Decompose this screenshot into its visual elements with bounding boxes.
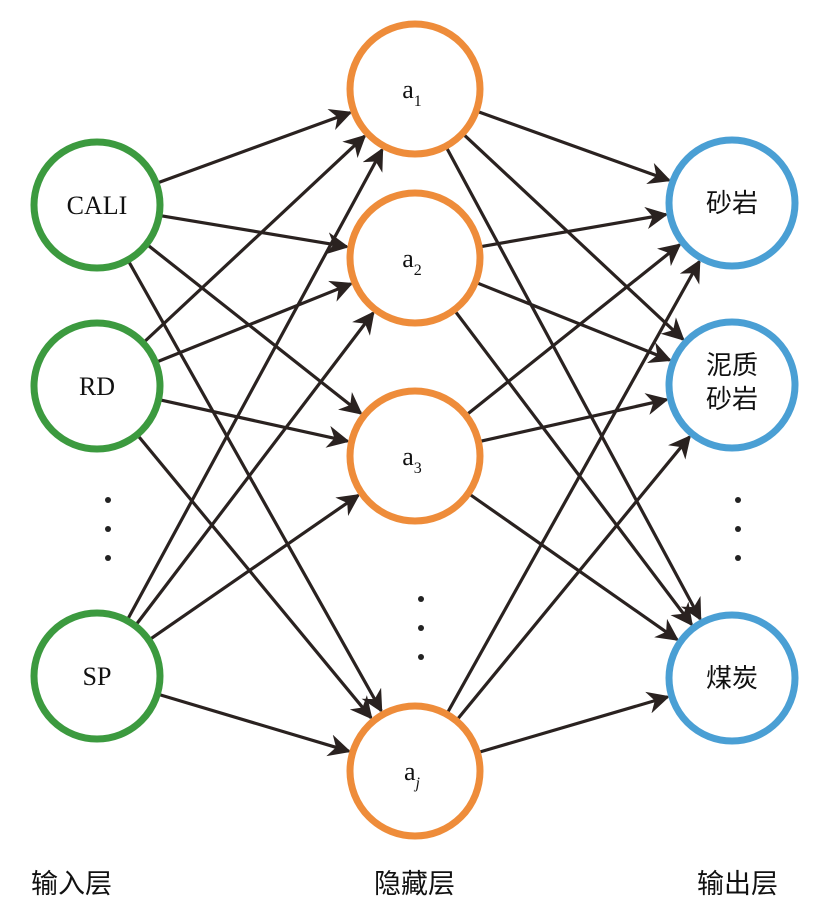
input-hidden-arrow (150, 493, 361, 640)
input-node-cali: CALI (30, 138, 164, 272)
hidden-output-arrow (479, 691, 670, 754)
output-node-label: 砂岩 (706, 189, 758, 219)
output-node-sandstone: 砂岩 (665, 136, 799, 270)
input-hidden-arrow (127, 261, 383, 713)
input-hidden-arrow (159, 693, 352, 757)
input-hidden-arrow (137, 435, 373, 720)
hidden-output-arrow (477, 281, 672, 363)
hidden-layer-label: 隐藏层 (374, 869, 455, 900)
hidden-layer: a1 a2 a3 aj (346, 20, 484, 840)
hidden-output-arrow (478, 110, 672, 185)
hidden-ellipsis (418, 596, 424, 660)
hidden-output-arrow (463, 134, 685, 341)
output-node-label-line2: 砂岩 (706, 385, 758, 415)
output-ellipsis (735, 497, 741, 561)
input-node-label: CALI (67, 191, 128, 220)
hidden-node-label: aj (404, 757, 421, 792)
input-node-sp: SP (30, 609, 164, 743)
input-hidden-arrow (161, 214, 350, 255)
hidden-node-label: a3 (402, 442, 422, 477)
input-layer-label: 输入层 (31, 869, 112, 900)
input-node-rd: RD (30, 319, 164, 453)
hidden-output-arrow (481, 393, 669, 443)
input-node-label: RD (79, 372, 115, 401)
hidden-node-aj: aj (346, 702, 484, 840)
input-hidden-arrow (135, 311, 375, 625)
hidden-node-a2: a2 (346, 189, 484, 327)
input-layer: CALI RD SP (30, 138, 164, 743)
input-hidden-arrow (144, 134, 367, 343)
output-layer-label: 输出层 (697, 869, 778, 900)
hidden-output-arrow (446, 259, 701, 713)
input-hidden-arrow (158, 108, 353, 184)
input-hidden-arrow (126, 147, 384, 619)
hidden-node-label: a2 (402, 244, 422, 279)
output-node-coal: 煤炭 (665, 611, 799, 745)
hidden-output-arrow (467, 243, 682, 415)
input-hidden-arrow (157, 280, 354, 363)
hidden-node-a3: a3 (346, 387, 484, 525)
hidden-output-arrow (469, 493, 679, 641)
output-node-label-line1: 泥质 (706, 351, 758, 381)
input-node-label: SP (83, 662, 112, 691)
hidden-node-label: a1 (402, 75, 422, 110)
output-node-label: 煤炭 (706, 664, 758, 694)
hidden-output-arrow (445, 148, 702, 621)
output-node-argillaceous-sandstone: 泥质 砂岩 (665, 318, 799, 452)
connections (126, 108, 702, 757)
hidden-output-arrow (456, 435, 691, 720)
output-layer: 砂岩 泥质 砂岩 煤炭 (665, 136, 799, 745)
hidden-output-arrow (481, 206, 669, 248)
hidden-node-a1: a1 (346, 20, 484, 158)
input-hidden-arrow (161, 398, 350, 448)
input-ellipsis (105, 497, 111, 561)
hidden-output-arrow (454, 311, 693, 627)
input-hidden-arrow (147, 244, 363, 415)
